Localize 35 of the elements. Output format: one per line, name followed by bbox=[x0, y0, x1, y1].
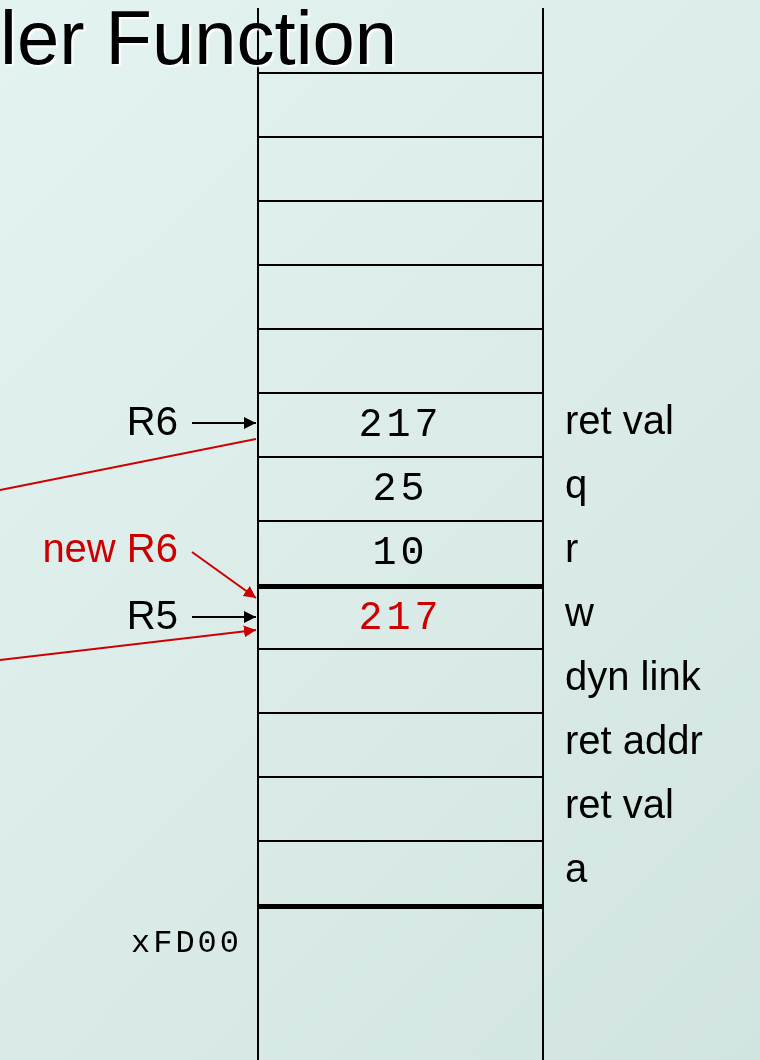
stack-cell bbox=[257, 392, 544, 456]
arrow bbox=[191, 611, 257, 623]
stack-cell bbox=[257, 200, 544, 264]
stack-cell bbox=[257, 328, 544, 392]
stack-cell bbox=[257, 264, 544, 328]
variable-label: ret addr bbox=[565, 718, 703, 763]
variable-label: q bbox=[565, 462, 588, 507]
cell-value: 10 bbox=[372, 530, 429, 576]
stack-cell bbox=[257, 584, 544, 648]
variable-label: ret val bbox=[565, 782, 674, 827]
cell-value: 217 bbox=[358, 596, 443, 641]
arrow bbox=[191, 417, 257, 429]
arrow bbox=[191, 551, 257, 599]
stack-cell bbox=[257, 72, 544, 136]
register-label: R5 bbox=[126, 593, 178, 638]
variable-label: ret val bbox=[565, 398, 674, 443]
stack-cell bbox=[257, 520, 544, 584]
cell-value: 25 bbox=[372, 466, 429, 512]
stack-cell bbox=[257, 136, 544, 200]
register-label: R6 bbox=[126, 399, 178, 444]
variable-label: r bbox=[565, 526, 579, 571]
stack-cell bbox=[257, 840, 544, 904]
stack-cell bbox=[257, 776, 544, 840]
line bbox=[0, 438, 257, 491]
stack-cell bbox=[257, 648, 544, 712]
variable-label: w bbox=[565, 590, 594, 635]
stack-cell bbox=[257, 904, 544, 1060]
stack-cell bbox=[257, 712, 544, 776]
variable-label: a bbox=[565, 846, 588, 891]
arrow bbox=[0, 625, 257, 661]
address-label: xFD00 bbox=[131, 925, 242, 962]
variable-label: dyn link bbox=[565, 654, 701, 699]
register-label: new R6 bbox=[42, 526, 178, 571]
stack-cell bbox=[257, 456, 544, 520]
cell-value: 217 bbox=[358, 402, 443, 448]
